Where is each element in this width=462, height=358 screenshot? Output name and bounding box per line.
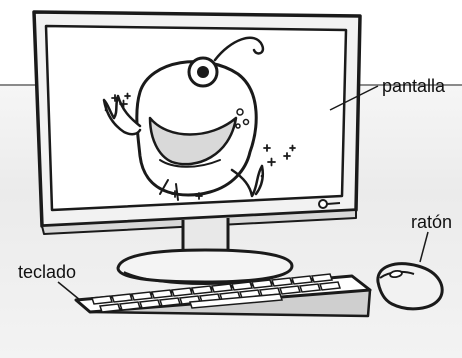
keyboard-label: teclado xyxy=(18,262,76,282)
mouse xyxy=(378,264,442,309)
power-button-icon xyxy=(319,200,327,208)
mouse-label: ratón xyxy=(411,212,452,232)
screen-label: pantalla xyxy=(382,76,445,96)
